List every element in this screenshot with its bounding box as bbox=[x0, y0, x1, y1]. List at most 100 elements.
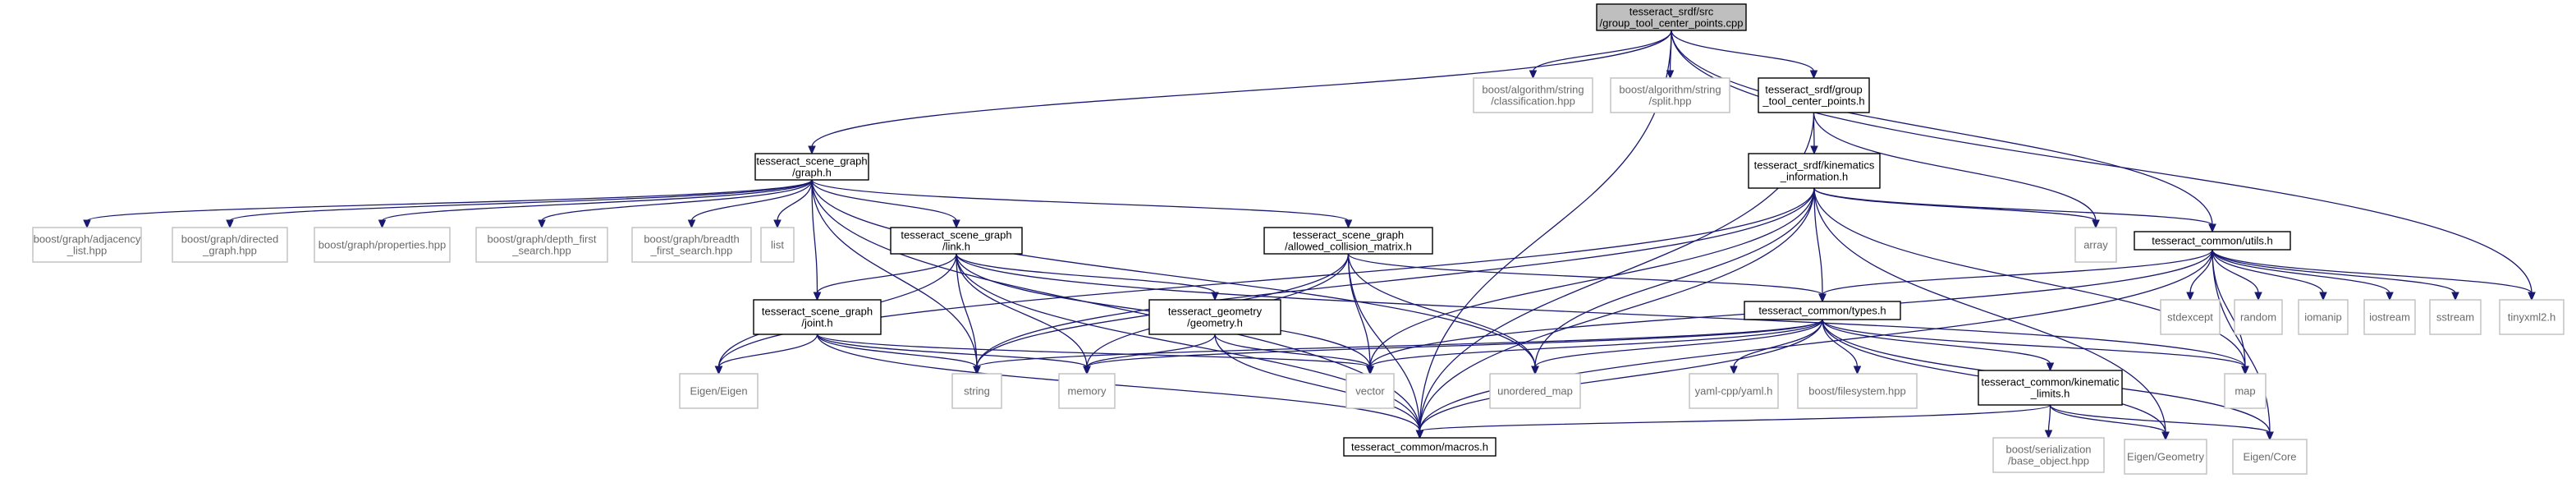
edge-arrowhead-joint-to-eigen-eigen bbox=[714, 366, 723, 375]
node-box-tinyxml2 bbox=[2499, 299, 2565, 335]
edge-geometry-to-memory bbox=[1086, 334, 1216, 368]
node-boost-string-classification: boost/algorithm/string/classification.hp… bbox=[1473, 77, 1593, 113]
edge-arrowhead-scene-graph-to-link bbox=[952, 219, 960, 229]
node-random: random bbox=[2234, 299, 2283, 335]
edge-link-to-geometry bbox=[956, 253, 1216, 294]
edge-arrowhead-root-to-group-tcp bbox=[1809, 70, 1818, 80]
node-box-memory bbox=[1058, 373, 1116, 409]
node-box-list bbox=[760, 227, 795, 263]
edge-link-to-joint bbox=[816, 253, 957, 294]
edge-arrowhead-utils-to-iostream bbox=[2386, 292, 2394, 301]
edge-joint-to-vector bbox=[816, 334, 1371, 368]
node-box-base-object bbox=[1992, 437, 2105, 473]
node-label-kinematics-info-line-0: tesseract_srdf/kinematics bbox=[1754, 159, 1875, 172]
node-acm[interactable]: tesseract_scene_graph/allowed_collision_… bbox=[1263, 227, 1433, 255]
node-box-random bbox=[2234, 299, 2283, 335]
node-label-geometry-line-0: tesseract_geometry bbox=[1168, 306, 1263, 318]
node-box-link bbox=[890, 227, 1023, 255]
node-label-utils-line-0: tesseract_common/utils.h bbox=[2152, 235, 2272, 247]
node-scene-graph[interactable]: tesseract_scene_graph/graph.h bbox=[754, 153, 869, 181]
edge-arrowhead-utils-to-sstream bbox=[2451, 292, 2459, 301]
node-label-dfs-line-0: boost/graph/depth_first bbox=[488, 233, 597, 246]
edge-joint-to-eigen-eigen bbox=[717, 334, 818, 368]
node-label-vector-line-0: vector bbox=[1355, 385, 1385, 398]
edge-utils-to-macros bbox=[1419, 249, 2213, 432]
node-label-dfs-line-1: _search.hpp bbox=[511, 245, 571, 257]
node-box-iomanip bbox=[2298, 299, 2349, 335]
node-label-stdexcept-line-0: stdexcept bbox=[2167, 311, 2213, 324]
node-group-tcp[interactable]: tesseract_srdf/group_tool_center_points.… bbox=[1758, 77, 1870, 113]
edge-arrowhead-scene-graph-to-bfs bbox=[687, 219, 696, 229]
edge-arrowhead-utils-to-tinyxml2 bbox=[2528, 292, 2536, 301]
edge-types-to-vector bbox=[1369, 319, 1823, 368]
edge-arrowhead-types-to-unordered-map bbox=[1531, 366, 1539, 375]
node-types[interactable]: tesseract_common/types.h bbox=[1744, 301, 1901, 320]
node-macros[interactable]: tesseract_common/macros.h bbox=[1343, 437, 1497, 457]
edge-arrowhead-types-to-boost-filesystem bbox=[1853, 366, 1862, 375]
edge-kinematics-info-to-eigen-eigen bbox=[717, 187, 1815, 368]
node-box-boost-string-split bbox=[1610, 77, 1730, 113]
edge-utils-to-iostream bbox=[2212, 249, 2390, 294]
node-label-array-line-0: array bbox=[2083, 239, 2108, 251]
node-tinyxml2: tinyxml2.h bbox=[2499, 299, 2565, 335]
edge-arrowhead-root-to-boost-string-classification bbox=[1529, 70, 1538, 80]
node-root[interactable]: tesseract_srdf/src/group_tool_center_poi… bbox=[1596, 3, 1747, 31]
node-label-base-object-line-0: boost/serialization bbox=[2005, 444, 2091, 456]
node-box-types bbox=[1744, 301, 1901, 320]
edge-arrowhead-utils-to-random bbox=[2254, 292, 2262, 301]
node-link[interactable]: tesseract_scene_graph/link.h bbox=[890, 227, 1023, 255]
edge-arrowhead-types-to-memory bbox=[1083, 366, 1091, 375]
node-kinematic-limits[interactable]: tesseract_common/kinematic_limits.h bbox=[1978, 370, 2123, 406]
edge-group-tcp-to-array bbox=[1813, 112, 2097, 222]
node-box-scene-graph bbox=[754, 153, 869, 181]
node-label-boost-string-split-line-1: /split.hpp bbox=[1648, 95, 1691, 108]
edge-arrowhead-root-to-boost-string-split bbox=[1666, 70, 1675, 80]
node-label-directed-graph-line-0: boost/graph/directed bbox=[181, 233, 279, 246]
node-utils[interactable]: tesseract_common/utils.h bbox=[2134, 231, 2291, 251]
node-label-map-line-0: map bbox=[2235, 385, 2255, 398]
edge-link-to-map bbox=[956, 253, 2246, 368]
edge-utils-to-iomanip bbox=[2212, 249, 2324, 294]
edge-scene-graph-to-joint bbox=[811, 179, 818, 294]
edge-kinematics-info-to-eigen-geometry bbox=[1813, 187, 2166, 434]
node-label-unordered-map-line-0: unordered_map bbox=[1497, 385, 1573, 398]
edge-kinematics-info-to-utils bbox=[1813, 187, 2213, 226]
edge-arrowhead-kinematic-limits-to-base-object bbox=[2044, 430, 2053, 439]
node-label-link-line-1: /link.h bbox=[942, 241, 970, 253]
node-geometry[interactable]: tesseract_geometry/geometry.h bbox=[1148, 299, 1281, 335]
edge-types-to-map bbox=[1822, 319, 2246, 368]
node-label-joint-line-0: tesseract_scene_graph bbox=[762, 306, 873, 318]
edge-utils-to-stdexcept bbox=[2189, 249, 2213, 294]
node-box-stdexcept bbox=[2160, 299, 2221, 335]
node-label-joint-line-1: /joint.h bbox=[801, 317, 832, 329]
node-label-boost-string-classification-line-1: /classification.hpp bbox=[1491, 95, 1575, 108]
node-label-root-line-0: tesseract_srdf/src bbox=[1629, 6, 1714, 18]
edge-acm-to-unordered-map bbox=[1347, 253, 1536, 368]
node-box-eigen-core bbox=[2232, 439, 2308, 475]
edge-root-to-boost-string-classification bbox=[1532, 30, 1672, 72]
edge-kinematic-limits-to-eigen-core bbox=[2049, 404, 2271, 434]
node-label-list-line-0: list bbox=[771, 239, 784, 251]
node-label-bfs-line-1: _first_search.hpp bbox=[650, 245, 733, 257]
edge-root-to-utils bbox=[1671, 30, 2213, 226]
edge-scene-graph-to-unordered-map bbox=[811, 179, 1536, 368]
node-eigen-core: Eigen/Core bbox=[2232, 439, 2308, 475]
edge-acm-to-vector bbox=[1347, 253, 1371, 368]
edge-scene-graph-to-macros bbox=[811, 179, 1421, 432]
edge-types-to-macros bbox=[1419, 319, 1823, 432]
node-label-link-line-0: tesseract_scene_graph bbox=[901, 229, 1011, 242]
edge-scene-graph-to-acm bbox=[811, 179, 1350, 222]
edge-scene-graph-to-directed-graph bbox=[229, 179, 813, 222]
edge-utils-to-random bbox=[2212, 249, 2259, 294]
edge-geometry-to-macros bbox=[1214, 334, 1421, 432]
node-joint[interactable]: tesseract_scene_graph/joint.h bbox=[753, 299, 882, 335]
node-label-macros-line-0: tesseract_common/macros.h bbox=[1351, 441, 1488, 453]
node-kinematics-info[interactable]: tesseract_srdf/kinematics_information.h bbox=[1748, 153, 1881, 189]
node-label-boost-string-split-line-0: boost/algorithm/string bbox=[1619, 84, 1721, 96]
node-label-iostream-line-0: iostream bbox=[2369, 311, 2410, 324]
node-box-boost-string-classification bbox=[1473, 77, 1593, 113]
edge-arrowhead-types-to-kinematic-limits bbox=[2046, 362, 2055, 372]
edge-arrowhead-types-to-vector bbox=[1366, 366, 1374, 375]
edge-types-to-kinematic-limits bbox=[1822, 319, 2051, 365]
